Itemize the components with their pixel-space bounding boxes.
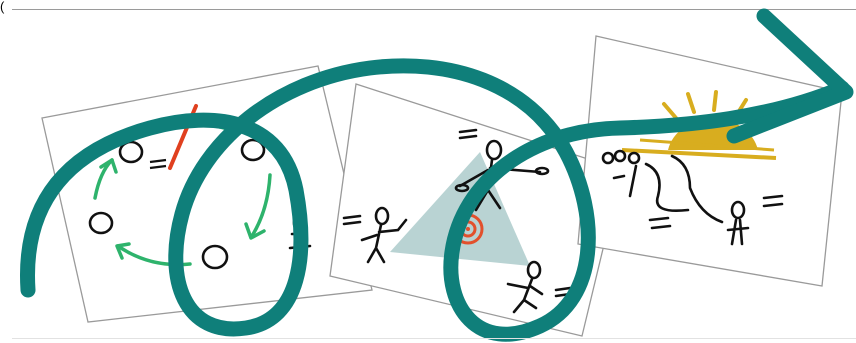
cycle-arrow-right [250, 173, 272, 238]
cycle-node-top-right [240, 138, 266, 162]
cycle-arrowhead-left [99, 158, 118, 174]
document-sheet-cycle [41, 65, 373, 323]
cycle-arrowhead-bottom [115, 242, 131, 260]
document-sheet-sunrise [577, 35, 843, 287]
cycle-node-top-left [118, 140, 144, 164]
cycle-nodes [88, 138, 266, 270]
sheet-outline [41, 65, 373, 323]
cycle-node-bottom-left [88, 211, 114, 235]
stick-figure-icon [506, 260, 572, 314]
spiral-arrow-icon [20, 8, 854, 342]
equals-marks [149, 158, 167, 170]
cycle-arrowhead-right [244, 222, 266, 240]
corner-mark: ( [0, 0, 5, 14]
cycle-node-bottom-right [201, 244, 229, 270]
top-divider [12, 9, 856, 10]
bottom-divider [12, 338, 856, 339]
stick-figure-icon [601, 149, 784, 246]
stick-figure-icon [342, 206, 408, 264]
